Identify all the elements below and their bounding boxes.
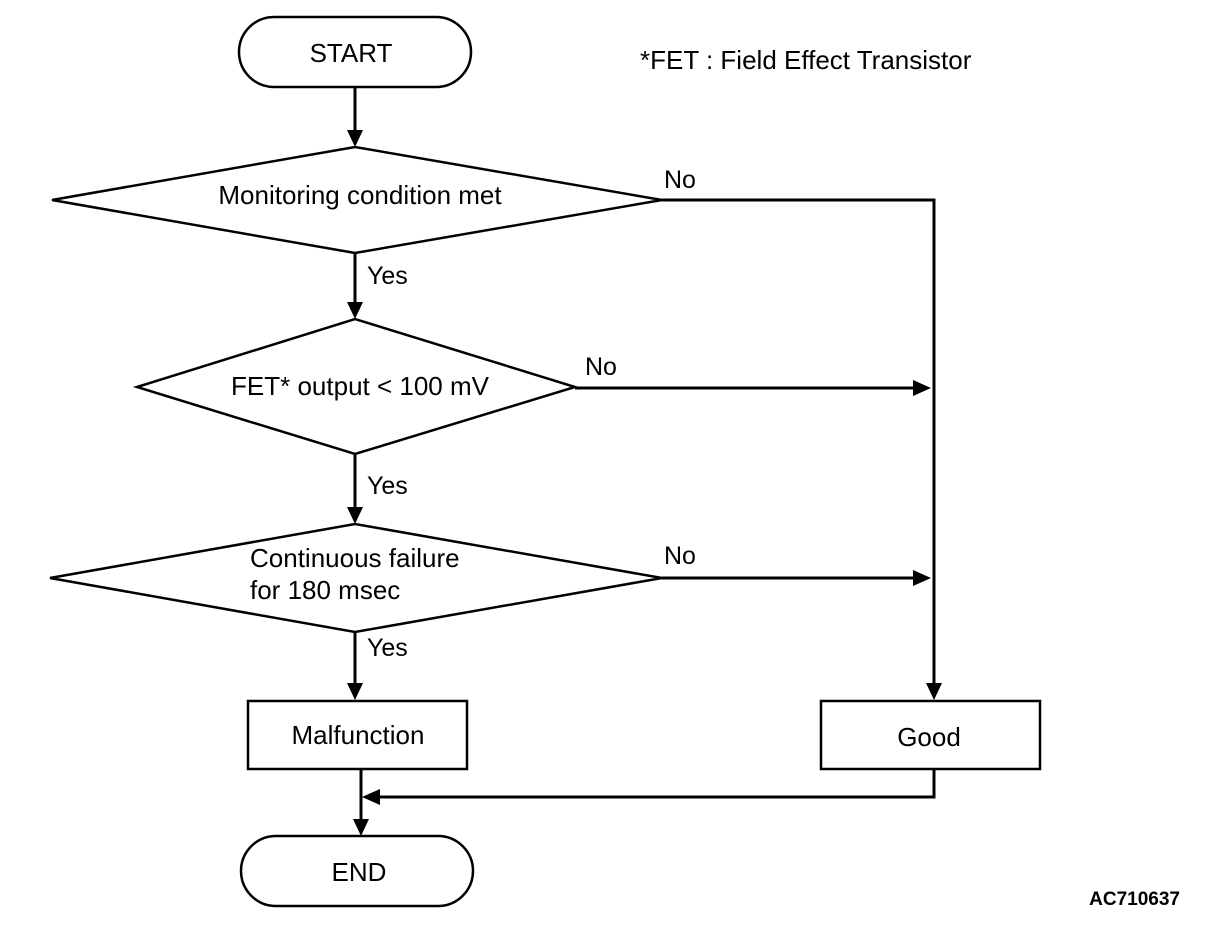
- arrowhead-fet-yes: [347, 507, 363, 524]
- arrowhead-fet-no: [913, 380, 931, 396]
- figure-code: AC710637: [1089, 889, 1180, 910]
- end-label: END: [332, 857, 387, 887]
- decision-fet-output-label: FET* output < 100 mV: [231, 371, 490, 401]
- start-label: START: [310, 38, 393, 68]
- decision-continuous-failure-line2: for 180 msec: [250, 575, 400, 605]
- arrowhead-monitoring-yes: [347, 302, 363, 319]
- end-terminator: [239, 834, 475, 908]
- branch-label-monitoring-yes: Yes: [367, 262, 408, 290]
- connector-good-to-end: [378, 769, 936, 799]
- branch-label-fet-yes: Yes: [367, 472, 408, 500]
- decision-monitoring-label: Monitoring condition met: [218, 180, 502, 210]
- arrowhead-continuous-no: [913, 570, 931, 586]
- arrowhead-good-merge: [362, 789, 380, 805]
- malfunction-box: [246, 699, 469, 771]
- branch-label-monitoring-no: No: [664, 166, 696, 194]
- footnote: *FET : Field Effect Transistor: [640, 45, 972, 75]
- start-terminator: [237, 15, 473, 89]
- malfunction-label: Malfunction: [292, 720, 425, 750]
- arrowhead-into-end: [353, 819, 369, 836]
- connector-monitoring-no: [662, 198, 936, 684]
- branch-label-continuous-no: No: [664, 542, 696, 570]
- branch-label-continuous-yes: Yes: [367, 634, 408, 662]
- good-box: [819, 699, 1042, 771]
- branch-label-fet-no: No: [585, 353, 617, 381]
- arrowhead-into-good: [926, 683, 942, 700]
- arrowhead-continuous-yes: [347, 683, 363, 700]
- decision-continuous-failure-line1: Continuous failure: [250, 543, 460, 573]
- arrowhead-start-to-monitoring: [347, 130, 363, 147]
- good-label: Good: [897, 722, 961, 752]
